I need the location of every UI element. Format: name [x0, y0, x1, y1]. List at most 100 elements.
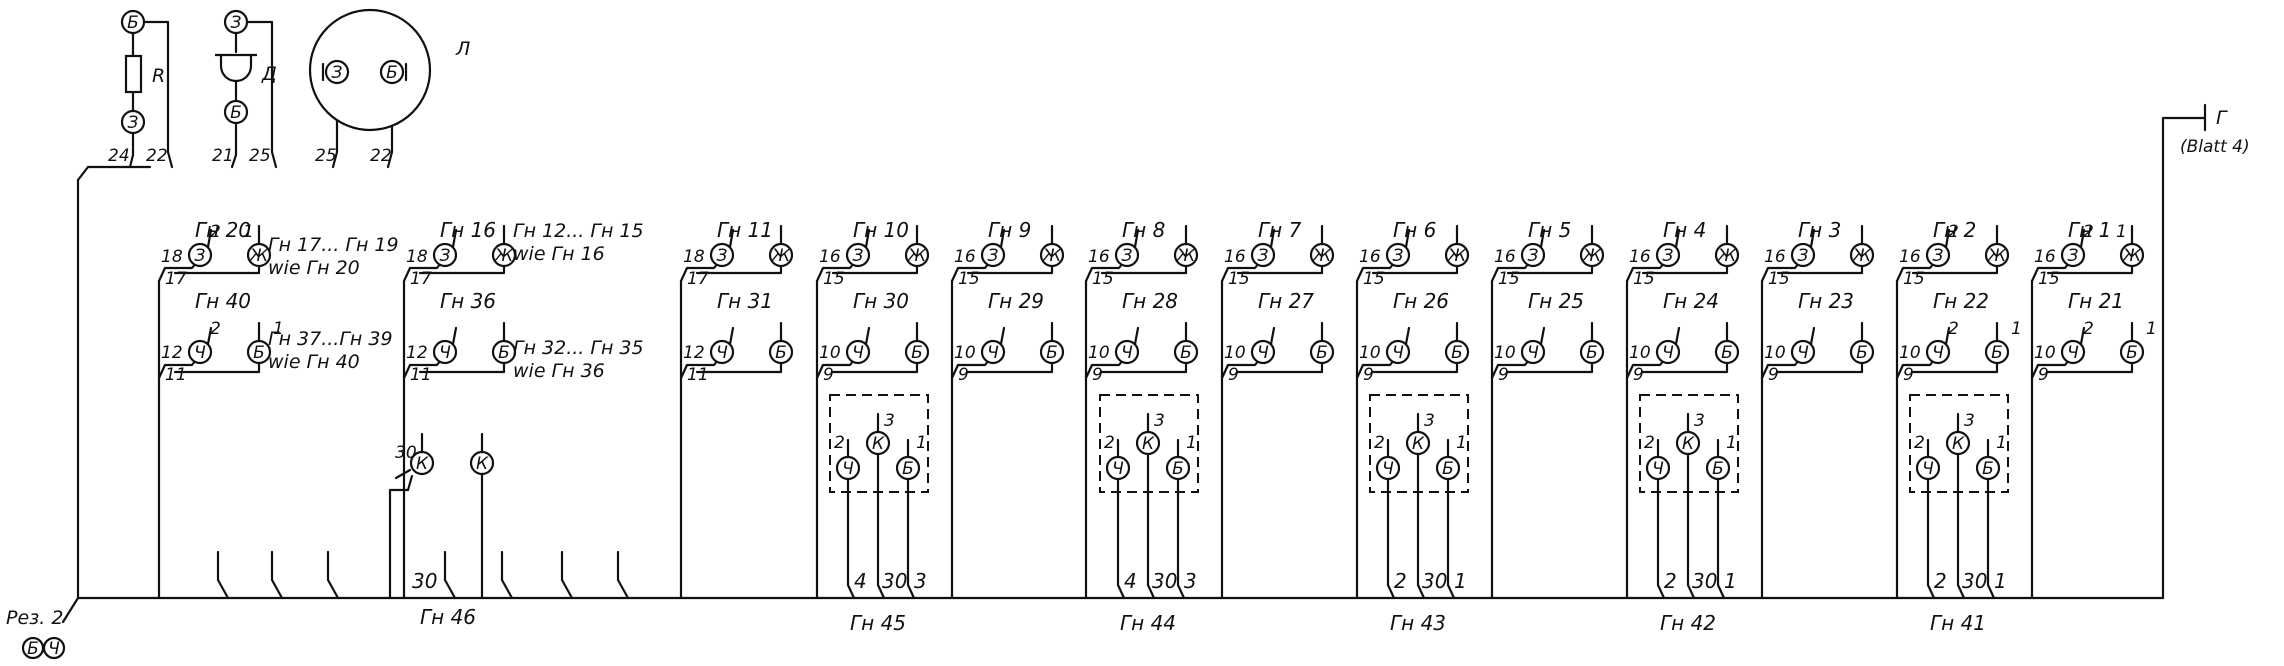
jack-header-Гн7: Гн 7: [1258, 218, 1302, 242]
plug-1-pin-b: [1165, 455, 1191, 481]
jack-2-pin-z: [709, 242, 735, 268]
gn46-k-wire: [388, 488, 410, 600]
jack-3-pin-z-letter: З: [853, 246, 864, 266]
jack-header-Гн25: Гн 25: [1528, 289, 1584, 313]
plug-2-pin-b: [1435, 455, 1461, 481]
jack-header-Гн1: Гн 1: [2068, 218, 2111, 242]
jack-10-wire-a: 16: [1764, 247, 1786, 267]
plug-4-pin-b-letter: Б: [1982, 459, 1994, 479]
buzzer-wire-right: [245, 20, 278, 169]
plug-2-wire-k: [1416, 452, 1426, 600]
jack-10-pin-zh: [1849, 242, 1875, 268]
plug-4-dashed-box: [1909, 394, 2009, 493]
resistor-top-pin: [120, 9, 146, 35]
jack-1-pin-b: [491, 339, 517, 365]
gn46-pin-k1: [409, 450, 435, 476]
jack-header-Гн21: Гн 21: [2068, 289, 2124, 313]
resistor-icon: [124, 54, 143, 94]
jack-1-stub-a: [451, 228, 458, 249]
jack-9-pin-zh: [1714, 242, 1740, 268]
jack-7-pin-z-letter: З: [1393, 246, 1404, 266]
jack-9-wire-d: 9: [1633, 365, 1644, 385]
plug-0-wire-3: 3: [914, 569, 927, 593]
jack-7-pin-b: [1444, 339, 1470, 365]
resistor-wire-24: 24: [108, 146, 130, 166]
jack-1-wire-c: 12: [406, 343, 428, 363]
plug-2-pin-ch: [1375, 455, 1401, 481]
g-terminal-sublabel: (Blatt 4): [2180, 137, 2250, 157]
plug-1-wire-ch: [1116, 477, 1126, 600]
jack-6-pin-ch-letter: Ч: [1257, 343, 1269, 363]
plug-2-num-1: 1: [1456, 433, 1467, 453]
jack-3-pin-ch: [845, 339, 871, 365]
jack-0-wire-a: 18: [161, 247, 183, 267]
jack-11-bot-wire-b: [1911, 361, 1999, 374]
plug-0-wire-2: 30: [882, 569, 907, 593]
jack-9-wire-c: 10: [1629, 343, 1651, 363]
plug-3-dashed-box: [1639, 394, 1739, 493]
jack-header-Гн29: Гн 29: [988, 289, 1044, 313]
jack-header-Гн27: Гн 27: [1258, 289, 1314, 313]
jack-0-num-f: 1: [273, 319, 284, 339]
plug-0-wire-b: [906, 477, 916, 600]
jack-7-pin-z: [1385, 242, 1411, 268]
bottom-bus: [76, 116, 2207, 600]
plug-0-wire-ch: [846, 477, 856, 600]
jack-3-top-wire-zh: [831, 264, 919, 275]
left-bus-tail: [61, 596, 80, 624]
jack-11-num-c: 2: [1948, 222, 1959, 242]
jack-1-bot-wire-b: [418, 361, 506, 374]
jack-11-pin-ch-letter: Ч: [1932, 343, 1944, 363]
plug-2-wire-1: 2: [1394, 569, 1407, 593]
jack-header-Гн31: Гн 31: [717, 289, 773, 313]
jack-5-pin-z: [1114, 242, 1140, 268]
plug-3-wire-3: 1: [1724, 569, 1737, 593]
gn46-stub-6: [616, 550, 630, 600]
jack-header-Гн8: Гн 8: [1122, 218, 1165, 242]
plug-3-num-1: 1: [1726, 433, 1737, 453]
jack-12-wire-b: 15: [2038, 269, 2060, 289]
jack-11-num-f: 1: [2011, 319, 2022, 339]
jack-3-stub-c: [864, 326, 871, 346]
jack-header-Гн24: Гн 24: [1663, 289, 1719, 313]
jack-8-stub-c: [1539, 326, 1546, 346]
jack-4-pin-ch: [980, 339, 1006, 365]
jack-9-wire-a: 16: [1629, 247, 1651, 267]
jack-10-pin-z: [1790, 242, 1816, 268]
gn46-label: Гн 46: [420, 605, 476, 629]
gn46-k-link: [406, 474, 414, 492]
jack-11-stub-a: [1944, 228, 1951, 249]
jack-5-top-wire-zh: [1100, 264, 1188, 275]
jack-12-pin-b: [2119, 339, 2145, 365]
jack-header-Гн3: Гн 3: [1798, 218, 1841, 242]
jack-7-wire-d: 9: [1363, 365, 1374, 385]
resistor-top-pin-letter: Б: [127, 13, 139, 33]
resistor-bottom-pin-letter: З: [128, 113, 139, 133]
jack-2-pin-ch: [709, 339, 735, 365]
jack-4-pin-zh-letter: Ж: [1042, 246, 1062, 266]
plug-0-pin-k: [865, 430, 891, 456]
jack-6-pin-zh: [1309, 242, 1335, 268]
plug-4-num-3: 3: [1964, 411, 1975, 431]
gn46-wire-30: 30: [395, 443, 417, 463]
jack-2-pin-z-letter: З: [717, 246, 728, 266]
plug-1-label: Гн 44: [1120, 611, 1176, 635]
jack-7-stub-c: [1404, 326, 1411, 346]
note-wie-gn36: wie Гн 36: [513, 360, 605, 382]
plug-2-wire-2: 30: [1422, 569, 1447, 593]
jack-10-pin-z-letter: З: [1798, 246, 1809, 266]
jack-0-wire-d: 11: [165, 365, 187, 385]
jack-9-bot-wire-b: [1641, 361, 1729, 374]
plug-2-label: Гн 43: [1390, 611, 1446, 635]
lamp-label: Л: [455, 38, 470, 60]
jack-5-pin-b-letter: Б: [1180, 343, 1192, 363]
plug-1-pin-k-letter: К: [1142, 434, 1155, 454]
jack-header-Гн23: Гн 23: [1798, 289, 1854, 313]
jack-1-pin-ch-letter: Ч: [439, 343, 451, 363]
jack-12-pin-zh: [2119, 242, 2145, 268]
jack-0-num-d: 1: [243, 222, 254, 242]
jack-header-Гн26: Гн 26: [1393, 289, 1449, 313]
jack-8-top-wire-zh: [1506, 264, 1594, 275]
gn46-pin-k1-letter: К: [416, 454, 429, 474]
jack-3-pin-b-letter: Б: [911, 343, 923, 363]
